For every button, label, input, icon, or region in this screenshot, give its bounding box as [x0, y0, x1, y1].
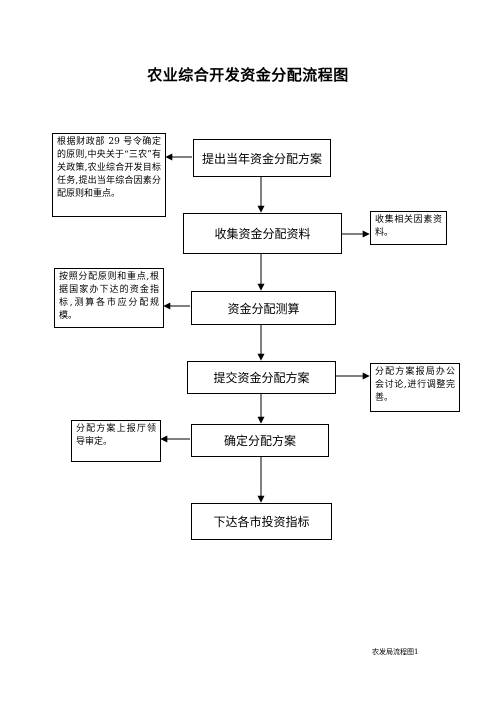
step-collect-data: 收集资金分配资料 — [183, 213, 342, 254]
page-title: 农业综合开发资金分配流程图 — [147, 66, 349, 84]
note-collect-factors: 收集相关因素资料。 — [370, 211, 447, 245]
note-principles: 根据财政部 29 号令确定的原则,中央关于“三农”有关政策,农业综合开发目标任务… — [52, 133, 166, 217]
step-propose-plan: 提出当年资金分配方案 — [193, 139, 331, 177]
step-allocation-calc: 资金分配测算 — [191, 291, 336, 325]
step-submit-plan: 提交资金分配方案 — [187, 361, 336, 394]
step-confirm-plan: 确定分配方案 — [191, 424, 329, 457]
note-leadership-review: 分配方案上报厅领导审定。 — [71, 420, 161, 462]
note-bureau-meeting: 分配方案报局办公会讨论,进行调整完善。 — [370, 363, 460, 412]
footer-caption: 农发局流程图1 — [372, 648, 419, 656]
note-calc-scale: 按照分配原则和重点,根据国家办下达的资金指标,测算各市应分配规模。 — [54, 268, 164, 328]
step-issue-indicators: 下达各市投资指标 — [191, 503, 332, 540]
